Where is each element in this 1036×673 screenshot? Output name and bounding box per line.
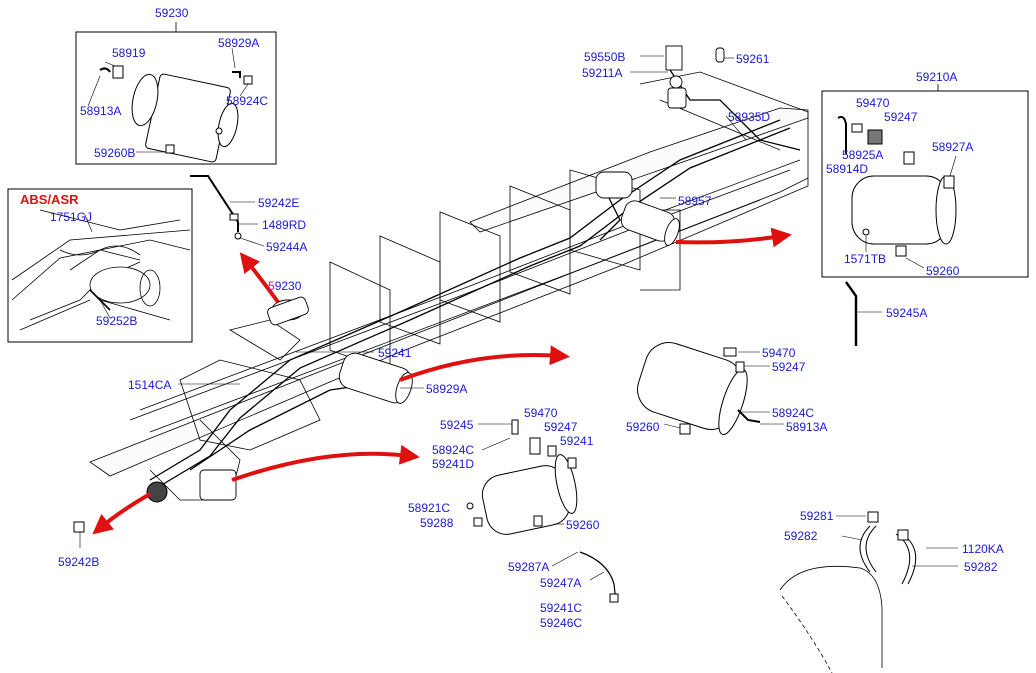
label-59281: 59281 — [800, 509, 834, 523]
label-59241-main: 59241 — [378, 346, 412, 360]
right-detail-box — [821, 90, 1029, 278]
label-58924C-right: 58924C — [772, 406, 815, 420]
tank-frame-left — [267, 296, 309, 326]
label-1489RD: 1489RD — [262, 218, 307, 232]
air-tank-right-lower — [637, 342, 748, 435]
label-59260B: 59260B — [94, 146, 136, 160]
label-58919: 58919 — [112, 46, 146, 60]
label-59244A: 59244A — [266, 240, 308, 254]
label-59470-box: 59470 — [856, 96, 890, 110]
air-tank-right-box — [851, 175, 957, 257]
label-58913A-box: 58913A — [80, 104, 122, 118]
red-arrows — [92, 227, 792, 535]
label-59246C: 59246C — [540, 616, 583, 630]
label-59287A: 59287A — [508, 560, 550, 574]
abs-asr-title: ABS/ASR — [20, 192, 79, 207]
label-1751GJ: 1751GJ — [50, 210, 93, 224]
abs-asr-sketch — [11, 209, 191, 331]
label-59245: 59245 — [440, 418, 474, 432]
label-59252B: 59252B — [96, 314, 138, 328]
label-59260-center: 59260 — [566, 518, 600, 532]
abs-asr-detail-box — [7, 188, 193, 343]
label-58929A-main: 58929A — [426, 382, 468, 396]
label-59470-right: 59470 — [762, 346, 796, 360]
label-59242E: 59242E — [258, 196, 300, 210]
air-tank-center — [481, 454, 578, 535]
label-59282-a: 59282 — [784, 529, 818, 543]
label-58924C-box: 58924C — [226, 94, 269, 108]
label-1120KA: 1120KA — [962, 542, 1004, 556]
label-59261: 59261 — [736, 52, 770, 66]
label-58924C-center: 58924C — [432, 443, 475, 457]
label-59247-center: 59247 — [544, 420, 578, 434]
label-59241D: 59241D — [432, 457, 475, 471]
label-59230-mid-first-digit: 5 — [268, 279, 275, 293]
label-59230-mid: 59230 — [268, 279, 301, 293]
label-58929A-box: 58929A — [218, 36, 260, 50]
label-59230-mid-rest: 9230 — [274, 279, 302, 293]
label-58921C: 58921C — [408, 501, 451, 515]
label-59210A: 59210A — [916, 70, 958, 84]
tank-strap — [859, 511, 917, 585]
label-59550B: 59550B — [584, 50, 626, 64]
label-59247-box: 59247 — [884, 110, 918, 124]
label-1514CA: 1514CA — [128, 378, 172, 392]
label-58925A: 58925A — [842, 148, 884, 162]
label-58957: 58957 — [678, 194, 712, 208]
label-59245A: 59245A — [886, 306, 928, 320]
label-58913A-right: 58913A — [786, 420, 828, 434]
label-59282-b: 59282 — [964, 560, 998, 574]
label-59247A: 59247A — [540, 576, 582, 590]
label-59247-right: 59247 — [772, 360, 806, 374]
label-59211A: 59211A — [582, 66, 623, 80]
label-59470-center: 59470 — [524, 406, 558, 420]
label-58927A: 58927A — [932, 140, 974, 154]
tank-frame-right — [595, 171, 680, 246]
air-tank-top-left — [131, 73, 239, 163]
label-59241C: 59241C — [540, 601, 583, 615]
label-59230-top: 59230 — [155, 6, 189, 20]
chassis-frame — [89, 71, 809, 501]
label-59242B: 59242B — [58, 555, 100, 569]
tank-frame-mid — [338, 352, 413, 404]
label-59288: 59288 — [420, 516, 454, 530]
label-59260-right: 59260 — [626, 420, 660, 434]
label-58935D: 58935D — [728, 110, 771, 124]
label-59260-box: 59260 — [926, 264, 960, 278]
label-1571TB: 1571TB — [844, 252, 887, 266]
label-59241-center: 59241 — [560, 434, 594, 448]
label-58914D: 58914D — [826, 162, 869, 176]
